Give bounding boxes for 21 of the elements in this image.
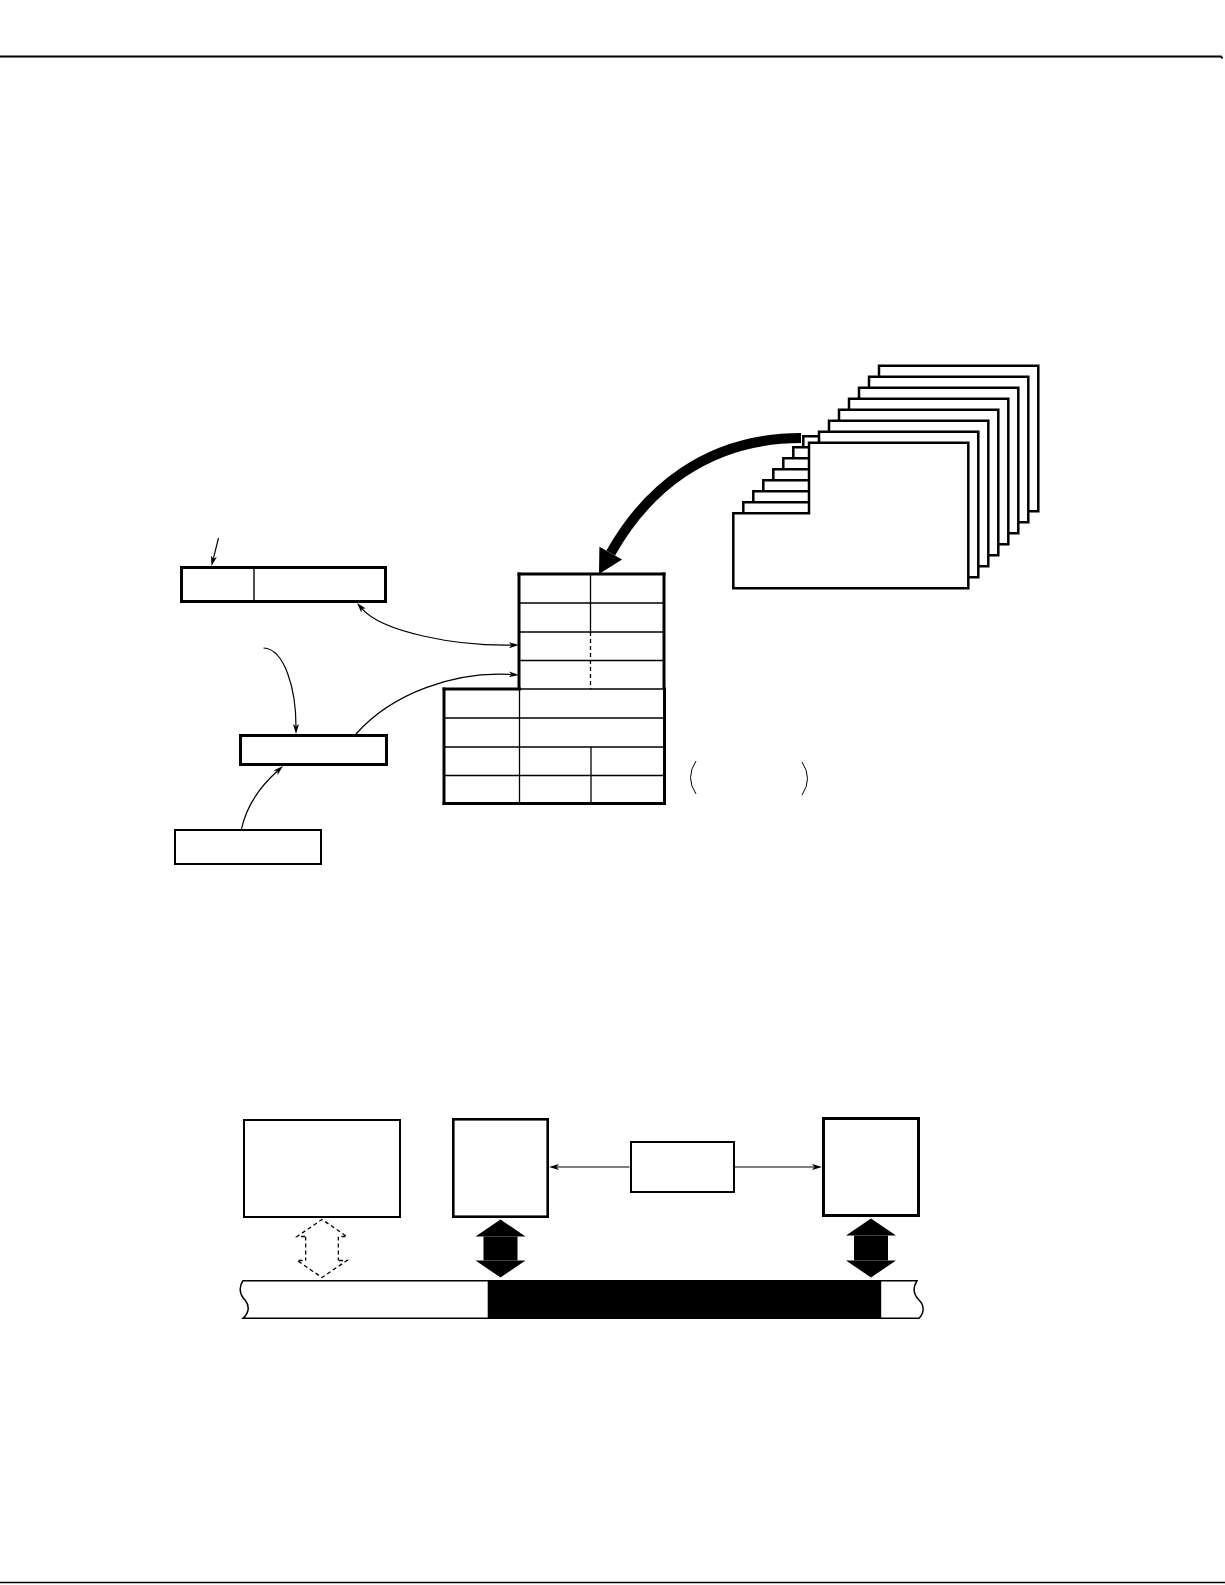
curved-arrow <box>240 765 283 830</box>
block-double-arrow <box>475 1219 526 1278</box>
thick-curved-arrow <box>598 433 802 574</box>
box <box>174 829 322 865</box>
two-cell-box <box>180 566 387 603</box>
stepped-table-lower-part <box>443 689 664 804</box>
arrow <box>733 1164 822 1170</box>
curved-arrow <box>262 647 299 734</box>
box <box>822 1116 920 1217</box>
curved-double-arrow <box>356 603 519 649</box>
arrow <box>549 1164 631 1170</box>
block-double-arrow <box>846 1218 896 1278</box>
bar-with-filled-segment <box>239 1279 925 1319</box>
page-stack <box>732 364 1040 590</box>
box <box>239 734 388 766</box>
curved-arrow <box>355 671 519 735</box>
stepped-table-upper-part <box>519 574 664 689</box>
arrow <box>211 537 220 566</box>
box <box>243 1118 401 1218</box>
box <box>629 1140 735 1193</box>
box <box>452 1117 549 1218</box>
